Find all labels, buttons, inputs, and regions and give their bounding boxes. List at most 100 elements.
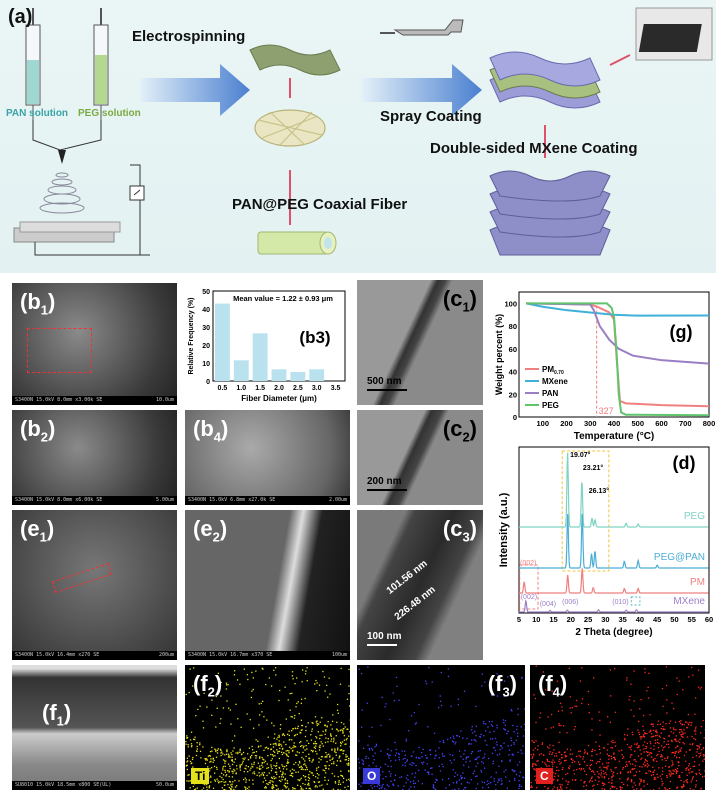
power-supply-icon bbox=[129, 185, 145, 201]
x-tick-label: 600 bbox=[655, 419, 668, 428]
plane-label: (002) bbox=[520, 560, 536, 567]
x-tick-label: 40 bbox=[636, 615, 644, 624]
peg-solution-label: PEG solution bbox=[78, 108, 141, 119]
tem-image-c3: (c3) 101.56 nm 226.48 nm 100 nm bbox=[357, 510, 483, 660]
y-tick-label: 100 bbox=[504, 299, 517, 308]
spinneret-icon bbox=[58, 150, 66, 164]
plane-label: (010) bbox=[612, 599, 628, 606]
xrd-trace-peg@pan bbox=[519, 513, 709, 569]
arrow-electrospinning-icon bbox=[140, 64, 250, 116]
x-tick-label: 15 bbox=[549, 615, 557, 624]
spray-coating-label: Spray Coating bbox=[380, 108, 482, 125]
panel-label-c3: (c3) bbox=[442, 516, 477, 545]
histogram-bar bbox=[271, 369, 287, 381]
plane-label: (004) bbox=[540, 601, 556, 608]
x-tick-label: 1.0 bbox=[236, 385, 246, 392]
scale-bar-label: 200 nm bbox=[367, 476, 402, 487]
x-tick-label: 60 bbox=[705, 615, 713, 624]
legend-label: PM0.70 bbox=[542, 365, 564, 376]
pan-syringe-icon bbox=[25, 8, 41, 120]
coaxial-fiber-icon bbox=[257, 231, 337, 255]
y-axis-label: Weight percent (%) bbox=[495, 314, 504, 395]
histogram-bar bbox=[290, 372, 306, 381]
panel-label-b2: (b2) bbox=[20, 416, 56, 445]
x-tick-label: 2.5 bbox=[293, 385, 303, 392]
x-axis-label: 2 Theta (degree) bbox=[575, 627, 652, 638]
x-tick-label: 300 bbox=[584, 419, 597, 428]
eds-map-o: (f3) O bbox=[357, 665, 525, 790]
xrd-trace-pm bbox=[519, 568, 709, 594]
histogram-bar bbox=[309, 369, 325, 381]
y-tick-label: 50 bbox=[202, 289, 210, 296]
legend-label: PAN bbox=[542, 389, 559, 398]
x-tick-label: 45 bbox=[653, 615, 661, 624]
x-tick-label: 35 bbox=[618, 615, 626, 624]
xrd-trace-peg bbox=[519, 452, 709, 528]
electrospinning-label: Electrospinning bbox=[132, 28, 246, 45]
double-sided-label: Double-sided MXene Coating bbox=[430, 140, 638, 157]
series-label: PM bbox=[690, 577, 705, 588]
x-tick-label: 50 bbox=[670, 615, 678, 624]
y-tick-label: 40 bbox=[202, 307, 210, 314]
xrd-trace-mxene bbox=[519, 599, 709, 613]
sem-image-f1: (f1) SU8010 15.0kV 18.5mm x800 SE(UL)50.… bbox=[12, 665, 177, 790]
eds-map-ti: (f2) Ti bbox=[185, 665, 350, 790]
x-tick-label: 30 bbox=[601, 615, 609, 624]
zoom-region-box bbox=[27, 328, 92, 373]
panel-label-f1: (f1) bbox=[42, 700, 72, 729]
plane-label: (002) bbox=[521, 594, 537, 601]
scale-bar bbox=[367, 489, 407, 491]
eds-dots bbox=[185, 667, 350, 790]
panel-label-b1: (b1) bbox=[20, 289, 56, 318]
peg-syringe-icon bbox=[93, 8, 109, 120]
element-badge-ti: Ti bbox=[191, 768, 210, 784]
x-axis-label: Temperature (°C) bbox=[574, 431, 655, 442]
y-tick-label: 40 bbox=[509, 368, 517, 377]
mxene-layers-icon bbox=[489, 170, 611, 256]
arrow-spray-icon bbox=[362, 64, 482, 116]
pan-solution-label: PAN solution bbox=[6, 108, 69, 119]
series-label: PEG bbox=[684, 511, 705, 522]
y-tick-label: 0 bbox=[513, 413, 517, 422]
element-badge-o: O bbox=[363, 768, 381, 784]
panel-label-e1: (e1) bbox=[20, 516, 55, 545]
histogram-bar bbox=[233, 360, 249, 381]
panel-label-b3: (b3) bbox=[299, 328, 330, 347]
plot-area bbox=[518, 291, 710, 418]
y-tick-label: 20 bbox=[202, 343, 210, 350]
scale-bar-label: 500 nm bbox=[367, 376, 402, 387]
x-tick-label: 3.5 bbox=[331, 385, 341, 392]
peak-label: 19.07° bbox=[570, 451, 591, 459]
x-tick-label: 10 bbox=[532, 615, 540, 624]
x-tick-label: 500 bbox=[631, 419, 644, 428]
x-axis-label: Fiber Diameter (μm) bbox=[241, 394, 317, 403]
x-tick-label: 700 bbox=[679, 419, 692, 428]
sem-info-bar: SU8010 15.0kV 18.5mm x800 SE(UL)50.0um bbox=[12, 781, 177, 790]
fiber-mat-icon bbox=[254, 109, 326, 147]
x-tick-label: 200 bbox=[560, 419, 573, 428]
series-line-mxene bbox=[525, 302, 710, 317]
series-label: MXene bbox=[673, 596, 705, 607]
panel-label-f2: (f2) bbox=[193, 671, 223, 700]
eds-dots bbox=[530, 665, 705, 790]
legend-label: MXene bbox=[542, 377, 568, 386]
x-tick-label: 25 bbox=[584, 615, 592, 624]
legend-label: PEG bbox=[542, 401, 559, 410]
panel-label-a: (a) bbox=[8, 6, 33, 28]
scale-bar bbox=[367, 389, 407, 391]
series-line-pan bbox=[526, 302, 710, 365]
x-tick-label: 20 bbox=[567, 615, 575, 624]
highlight-box bbox=[51, 563, 113, 593]
plane-label: (006) bbox=[562, 599, 578, 606]
schematic-panel-a: (a) PAN solution PEG solution Electrospi… bbox=[0, 0, 716, 273]
x-tick-label: 3.0 bbox=[312, 385, 322, 392]
tem-image-c2: (c2) 200 nm bbox=[357, 410, 483, 505]
